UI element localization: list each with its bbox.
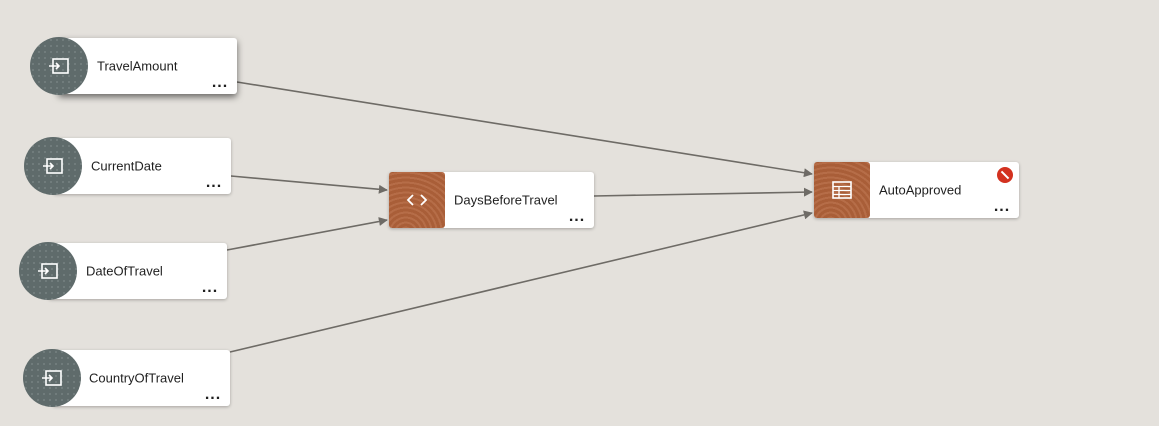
- node-label: AutoApproved: [879, 182, 962, 198]
- error-icon[interactable]: [997, 167, 1013, 183]
- input-data-icon[interactable]: [24, 137, 82, 195]
- table-icon[interactable]: [814, 162, 870, 218]
- more-options-button[interactable]: ...: [211, 74, 229, 91]
- edge-daysbeforetravel-autoapproved[interactable]: [593, 187, 813, 197]
- node-label: CurrentDate: [91, 158, 162, 174]
- code-brackets-icon[interactable]: [389, 172, 445, 228]
- node-date-of-travel[interactable]: DateOfTravel ...: [48, 243, 227, 299]
- edge-currentdate-daysbeforetravel[interactable]: [230, 175, 388, 194]
- node-label: TravelAmount: [97, 58, 178, 74]
- node-label: DaysBeforeTravel: [454, 192, 558, 208]
- more-options-button[interactable]: ...: [204, 386, 222, 403]
- node-label: DateOfTravel: [86, 263, 163, 279]
- input-data-icon[interactable]: [19, 242, 77, 300]
- node-current-date[interactable]: CurrentDate ...: [53, 138, 231, 194]
- more-options-button[interactable]: ...: [201, 279, 219, 296]
- node-auto-approved[interactable]: AutoApproved ...: [814, 162, 1019, 218]
- more-options-button[interactable]: ...: [205, 174, 223, 191]
- edge-countryoftravel-autoapproved[interactable]: [229, 210, 813, 353]
- edge-dateoftravel-daysbeforetravel[interactable]: [226, 217, 388, 251]
- input-data-icon[interactable]: [30, 37, 88, 95]
- input-data-icon[interactable]: [23, 349, 81, 407]
- node-country-of-travel[interactable]: CountryOfTravel ...: [52, 350, 230, 406]
- edge-travelamount-autoapproved[interactable]: [236, 81, 813, 178]
- more-options-button[interactable]: ...: [568, 208, 586, 225]
- node-label: CountryOfTravel: [89, 370, 184, 386]
- more-options-button[interactable]: ...: [993, 198, 1011, 215]
- node-days-before-travel[interactable]: DaysBeforeTravel ...: [389, 172, 594, 228]
